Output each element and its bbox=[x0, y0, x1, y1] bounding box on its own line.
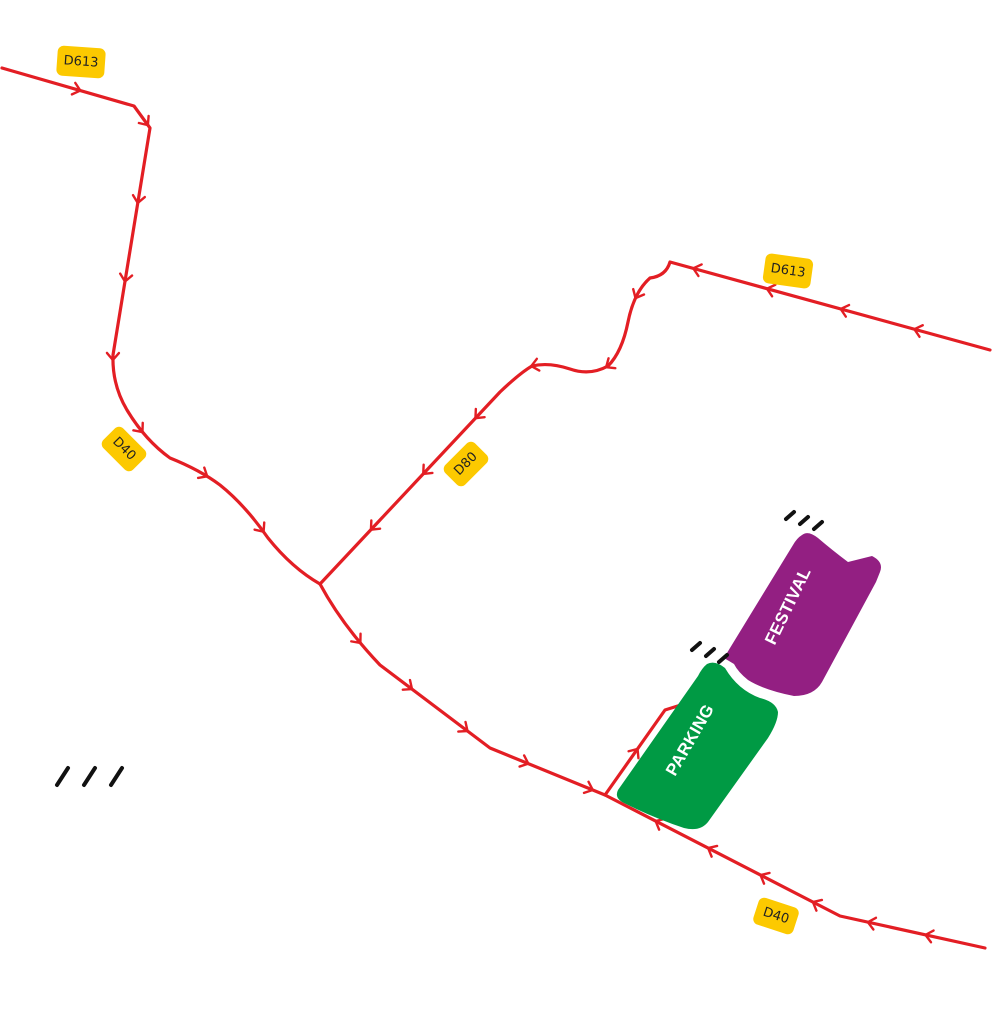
direction-chevron-icon bbox=[765, 283, 777, 298]
direction-chevron-icon bbox=[422, 463, 434, 476]
road-label-d613-east: D613 bbox=[762, 253, 814, 289]
direction-chevron-icon bbox=[137, 114, 150, 127]
direction-chevrons bbox=[70, 81, 935, 944]
route-d40-south bbox=[318, 582, 686, 797]
direction-chevron-icon bbox=[350, 632, 362, 645]
parking-zone bbox=[616, 662, 778, 830]
festival-zone bbox=[724, 533, 881, 696]
direction-chevron-icon bbox=[811, 898, 824, 912]
direction-chevron-icon bbox=[457, 720, 469, 733]
direction-chevron-icon bbox=[474, 407, 486, 420]
direction-chevron-icon bbox=[131, 193, 147, 205]
road-label-d80: D80 bbox=[443, 441, 489, 487]
direction-chevron-icon bbox=[604, 357, 617, 370]
direction-chevron-icon bbox=[518, 754, 530, 768]
direction-chevron-icon bbox=[253, 521, 266, 533]
direction-chevron-icon bbox=[632, 287, 646, 300]
direction-chevron-icon bbox=[369, 519, 382, 531]
direction-chevron-icon bbox=[530, 357, 541, 372]
route-d613-east bbox=[318, 260, 992, 586]
svg-text:D613: D613 bbox=[770, 261, 807, 281]
svg-text:D613: D613 bbox=[63, 53, 99, 70]
direction-chevron-icon bbox=[692, 263, 703, 278]
tick-marks-icon bbox=[690, 641, 729, 664]
direction-chevron-icon bbox=[706, 844, 719, 858]
direction-chevron-icon bbox=[70, 81, 82, 96]
direction-chevron-icon bbox=[105, 351, 121, 362]
road-label-d40-north: D40 bbox=[101, 426, 147, 472]
direction-chevron-icon bbox=[401, 678, 414, 691]
route-d613-west bbox=[0, 66, 322, 586]
direction-chevron-icon bbox=[866, 916, 878, 931]
direction-chevron-icon bbox=[924, 929, 935, 944]
direction-chevron-icon bbox=[759, 871, 771, 885]
direction-chevron-icon bbox=[196, 466, 209, 480]
direction-chevron-icon bbox=[839, 303, 851, 318]
road-label-d613-west: D613 bbox=[56, 45, 106, 79]
direction-chevron-icon bbox=[582, 780, 594, 795]
tick-marks-icon bbox=[55, 766, 124, 787]
route-d40-east bbox=[603, 793, 987, 950]
direction-chevron-icon bbox=[913, 324, 924, 339]
tick-marks-icon bbox=[784, 510, 824, 531]
direction-chevron-icon bbox=[132, 421, 144, 434]
road-label-d40-south: D40 bbox=[753, 897, 799, 935]
direction-chevron-icon bbox=[627, 747, 640, 760]
direction-chevron-icon bbox=[118, 272, 134, 283]
